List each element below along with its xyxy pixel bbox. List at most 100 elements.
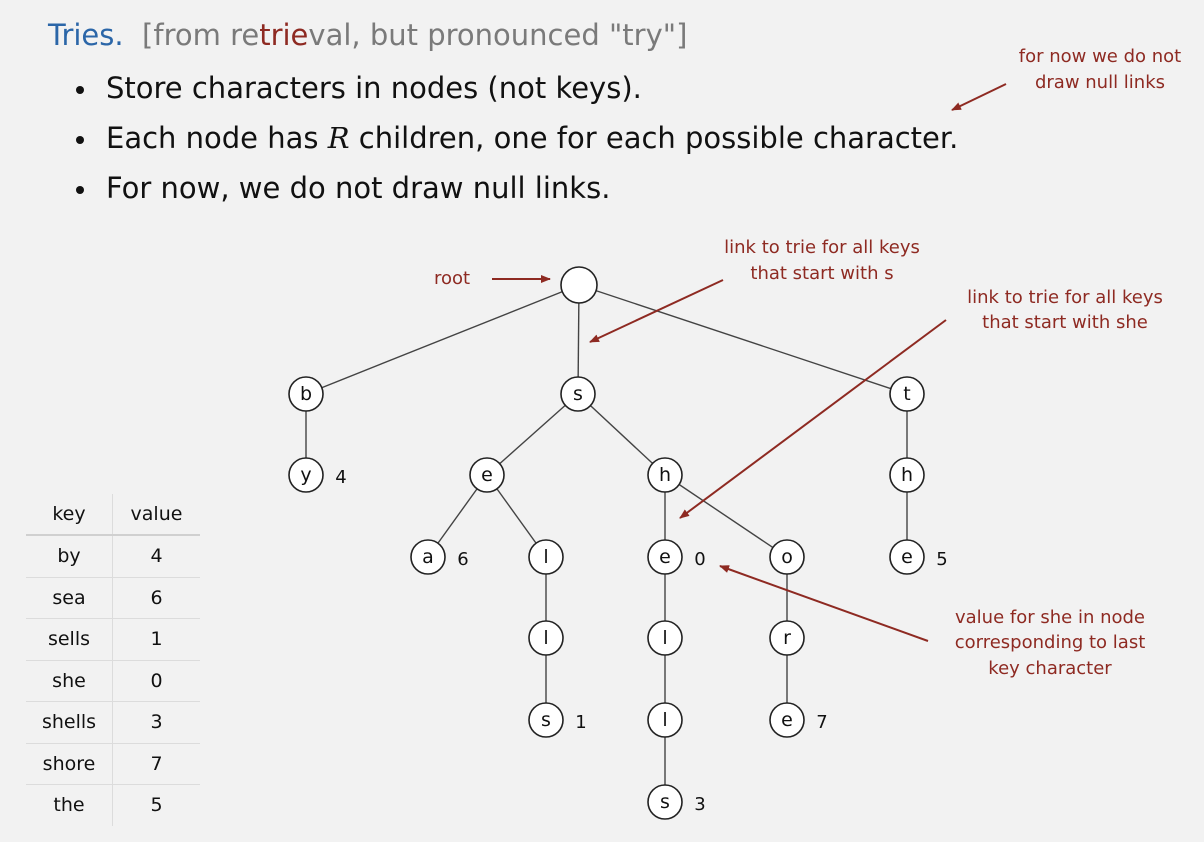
trie-node-circle: [528, 539, 564, 575]
trie-node-circle: [469, 457, 505, 493]
trie-node-circle: [410, 539, 446, 575]
trie-node-shell: l: [647, 702, 683, 738]
trie-node-circle: [889, 457, 925, 493]
trie-node-char: e: [781, 709, 793, 731]
table-header-row: key value: [26, 494, 200, 536]
table-cell-key: shells: [26, 701, 113, 744]
trie-node-circle: [647, 457, 683, 493]
bullet-text-post: children, one for each possible characte…: [349, 121, 959, 155]
trie-node-value: 7: [816, 712, 827, 733]
table-cell-value: 3: [112, 701, 200, 744]
bullet-text-pre: Each node has: [106, 121, 328, 155]
trie-node-value: 1: [575, 712, 586, 733]
trie-node-circle: [769, 702, 805, 738]
table-header-key: key: [26, 494, 113, 536]
trie-node-char: l: [543, 627, 548, 649]
trie-node-value: 6: [457, 549, 468, 570]
trie-node-sh: h: [647, 457, 683, 493]
trie-node-char: a: [422, 546, 434, 568]
annotation-link-s-line-1: link to trie for all keys: [724, 237, 920, 258]
trie-node-circle: [528, 620, 564, 656]
trie-node-value: 5: [936, 549, 947, 570]
trie-node-char: h: [659, 464, 671, 486]
trie-node-char: t: [903, 383, 910, 405]
trie-edge-s-sh: [577, 393, 666, 476]
trie-node-circle: [769, 539, 805, 575]
trie-node-se: e: [469, 457, 505, 493]
trie-node-char: e: [481, 464, 493, 486]
annotation-value-she-line-1: value for she in node: [955, 607, 1145, 628]
annotation-value-she-line-2: corresponding to last: [955, 632, 1146, 653]
table-cell-value: 0: [112, 660, 200, 702]
annotation-link-s-line-2: that start with s: [750, 263, 893, 284]
trie-node-shel: l: [647, 620, 683, 656]
table-cell-key: by: [26, 535, 113, 578]
table-header-value: value: [112, 494, 200, 536]
annotation-null-links-line-2: draw null links: [1035, 72, 1165, 93]
trie-node-char: o: [781, 546, 793, 568]
trie-node-root: [560, 266, 598, 304]
trie-node-char: h: [901, 464, 913, 486]
trie-node-circle: [889, 376, 925, 412]
trie-node-s: s: [560, 376, 596, 412]
trie-node-sho: o: [769, 539, 805, 575]
table-cell-value: 1: [112, 618, 200, 661]
annotations: for now we do not draw null links root l…: [434, 46, 1181, 679]
table-cell-key: she: [26, 660, 113, 702]
trie-node-char: e: [901, 546, 913, 568]
trie-edge-sh-sho: [664, 474, 788, 558]
title-etymology-highlight: trie: [259, 18, 309, 52]
bullet-text: For now, we do not draw null links.: [106, 171, 611, 205]
trie-node-char: e: [659, 546, 671, 568]
trie-node-circle: [647, 702, 683, 738]
trie-node-circle: [288, 376, 324, 412]
trie-node-circle: [769, 620, 805, 656]
trie-node-circle: [647, 784, 683, 820]
annotation-link-she-line-2: that start with she: [982, 312, 1148, 333]
annotation-value-she-line-3: key character: [988, 658, 1112, 679]
trie-node-char: y: [300, 464, 311, 486]
trie-node-th: h: [889, 457, 925, 493]
bullet-text: Store characters in nodes (not keys).: [106, 71, 642, 105]
title-etymology-pre: [from re: [142, 18, 260, 52]
trie-node-circle: [647, 620, 683, 656]
annotation-null-links-line-1: for now we do not: [1019, 46, 1182, 67]
bullet-item: For now, we do not draw null links.: [74, 166, 958, 216]
trie-node-circle: [528, 702, 564, 738]
trie-node-circle: [560, 266, 598, 304]
table-cell-key: the: [26, 784, 113, 826]
table-cell-key: sells: [26, 618, 113, 661]
trie-node-char: s: [573, 383, 583, 405]
table-cell-value: 7: [112, 743, 200, 785]
table-cell-value: 6: [112, 577, 200, 619]
trie-node-shor: r: [769, 620, 805, 656]
trie-node-char: l: [543, 546, 548, 568]
trie-node-circle: [647, 539, 683, 575]
table-cell-value: 5: [150, 794, 163, 817]
annotation-link-s-arrow: [589, 279, 724, 343]
annotation-value-she-arrow: [719, 565, 929, 642]
table-row: the 5: [26, 784, 200, 826]
trie-node-char: s: [660, 791, 670, 813]
trie-node-char: s: [541, 709, 551, 731]
trie-node-char: b: [300, 383, 312, 405]
table-cell-value: 4: [112, 535, 200, 578]
bullet-item: Each node has R children, one for each p…: [74, 116, 958, 166]
trie-node-char: l: [662, 627, 667, 649]
title-word: Tries.: [48, 18, 124, 52]
trie-edge-s-se: [486, 393, 579, 476]
trie-node-value: 0: [694, 549, 705, 570]
trie-node-char: r: [783, 627, 791, 649]
annotation-null-links-arrow: [951, 83, 1007, 111]
